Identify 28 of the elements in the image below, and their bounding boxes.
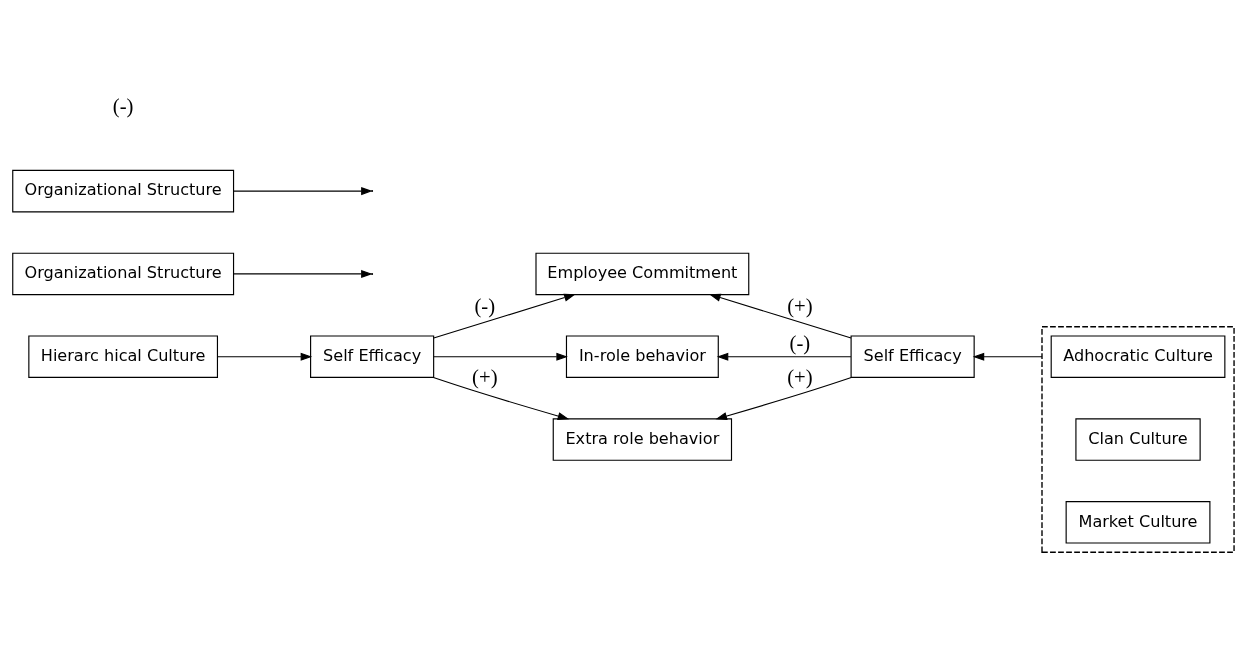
node-box: Employee Commitment [535, 252, 750, 296]
arrow [216, 352, 313, 361]
arrow [716, 352, 852, 361]
edge-label: (-) [789, 332, 811, 355]
cluster [1041, 326, 1235, 553]
arrow [715, 377, 852, 420]
node-box: In-role behavior [565, 335, 719, 378]
arrow [233, 187, 373, 196]
node-box: Organizational Structure [12, 252, 235, 296]
label: (-) [112, 95, 134, 118]
arrow [432, 377, 570, 420]
node-box: Extra role behavior [552, 418, 733, 461]
node-box: Hierarc hical Culture [28, 335, 219, 378]
arrow [709, 293, 852, 339]
node-box: Self Efficacy [310, 335, 435, 378]
edge-label: (-) [474, 295, 496, 318]
node-box: Clan Culture [1075, 418, 1201, 461]
node-box: Adhocratic Culture [1050, 335, 1226, 378]
arrow [433, 352, 568, 361]
node-box: Self Efficacy [850, 335, 975, 378]
edge-label: (+) [472, 365, 498, 388]
arrow [972, 352, 1043, 361]
arrow [233, 269, 373, 278]
node-box: Market Culture [1065, 501, 1211, 544]
node-box: Organizational Structure [12, 169, 235, 213]
edge-label: (+) [787, 365, 813, 388]
arrow [433, 293, 576, 339]
edge-label: (+) [787, 295, 813, 318]
